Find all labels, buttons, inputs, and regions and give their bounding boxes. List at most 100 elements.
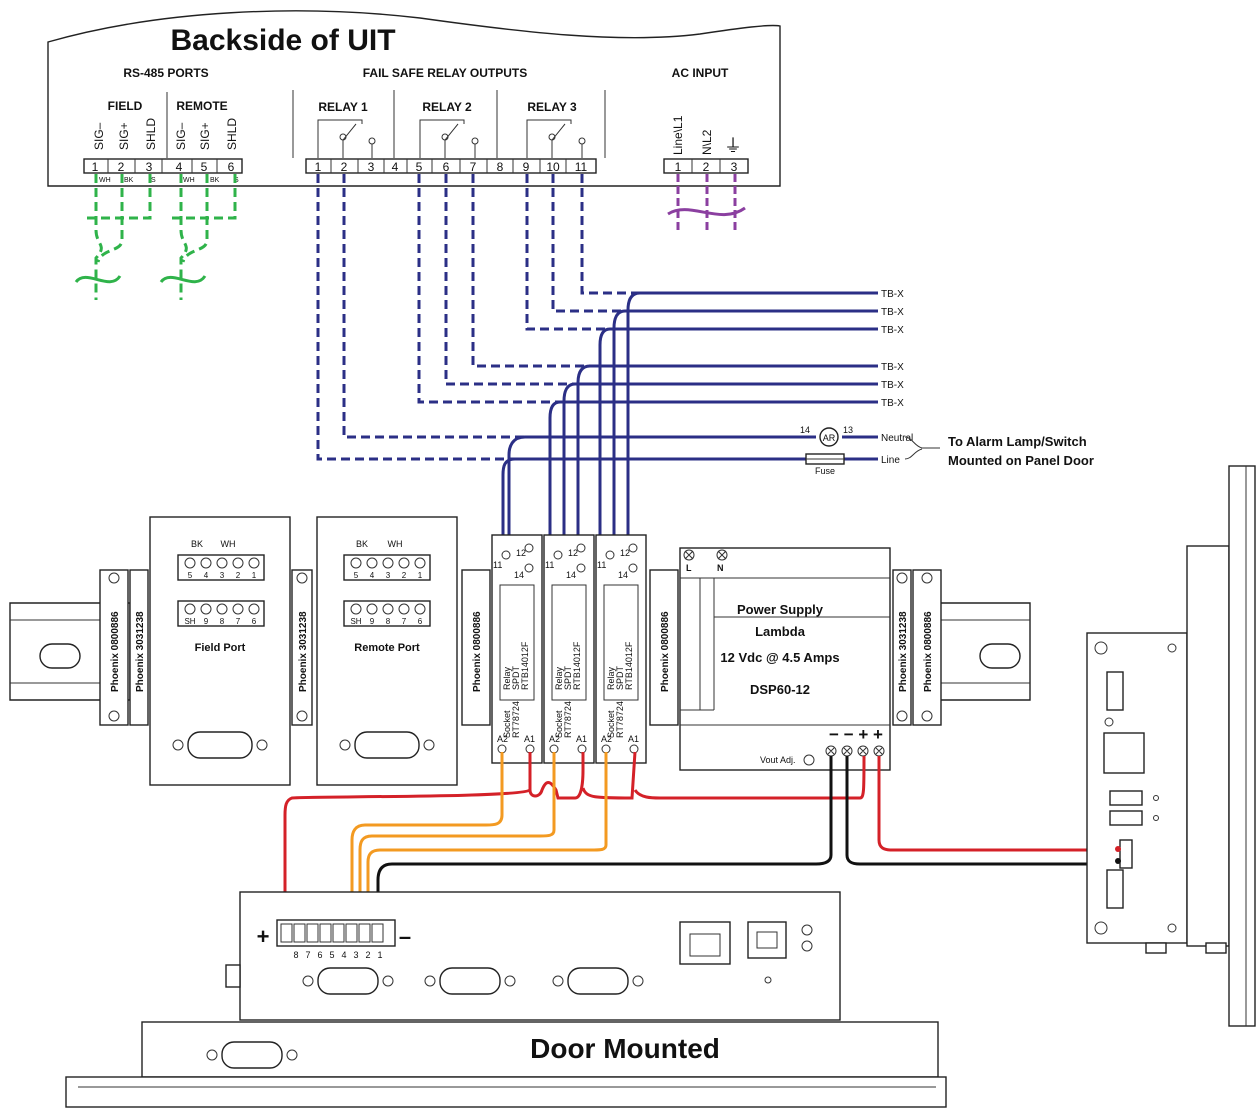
rs485-pin-label: SIG+ xyxy=(198,122,212,150)
end-stop-label: Phoenix 3031238 xyxy=(298,611,309,692)
relay-output-wires xyxy=(316,174,878,566)
tb-label: TB-X xyxy=(881,398,904,409)
alarm-note: Mounted on Panel Door xyxy=(948,453,1094,468)
ac-pin-number: 2 xyxy=(703,160,710,174)
side-view-unit xyxy=(1086,465,1256,1027)
terminal-number: 4 xyxy=(341,950,346,960)
rs485-pin-number: 2 xyxy=(118,160,125,174)
ac-pin-label: Line\L1 xyxy=(671,115,685,155)
wire-tag: BK xyxy=(210,177,220,184)
pin-number: 7 xyxy=(236,617,241,626)
usb-port-icon xyxy=(747,921,787,959)
end-stop-label: Phoenix 3031238 xyxy=(898,611,909,692)
relay-text: RTB14012F xyxy=(624,641,634,690)
terminal-number: 5 xyxy=(329,950,334,960)
rs485-pin-label: SIG+ xyxy=(117,122,131,150)
relay-pin-number: 7 xyxy=(470,160,477,174)
relay-pin: 12 xyxy=(516,548,526,558)
db9-connector-icon xyxy=(317,967,379,995)
end-stop-label: Phoenix 0800886 xyxy=(110,611,121,692)
pin-number: 1 xyxy=(252,571,257,580)
fuse-label: Fuse xyxy=(815,466,835,476)
tb-label: TB-X xyxy=(881,289,904,300)
socket-text: Socket xyxy=(554,710,564,738)
neutral-label: Neutral xyxy=(881,433,913,444)
socket-text: RT78724 xyxy=(511,701,521,738)
pin-number: 8 xyxy=(220,617,225,626)
tb-label: TB-X xyxy=(881,325,904,336)
pin-number: 8 xyxy=(386,617,391,626)
pin-number: 5 xyxy=(188,571,193,580)
remote-heading: REMOTE xyxy=(176,99,227,113)
terminal-number: 6 xyxy=(317,950,322,960)
power-connector-icon xyxy=(1119,839,1133,869)
tb-label: TB-X xyxy=(881,380,904,391)
relay-text: SPDT xyxy=(563,665,573,690)
ac-pin-label: N\L2 xyxy=(700,129,714,155)
vout-adj-knob-icon xyxy=(803,754,815,766)
port-top-label: BK xyxy=(191,539,203,549)
pin-number: 6 xyxy=(252,617,257,626)
db9-connector-icon xyxy=(439,967,501,995)
relay-module-3: 11 12 14 Relay SPDT RTB14012F Socket RT7… xyxy=(595,534,647,764)
end-stop-label: Phoenix 0800886 xyxy=(472,611,483,692)
relay-module-2: 11 12 14 Relay SPDT RTB14012F Socket RT7… xyxy=(543,534,595,764)
pin-number: 3 xyxy=(220,571,225,580)
alarm-relay-pin: 13 xyxy=(843,425,853,435)
rs485-pin-label: SIG– xyxy=(92,122,106,150)
rs485-pin-label: SHLD xyxy=(144,118,158,150)
terminal-number: 7 xyxy=(305,950,310,960)
line-label: Line xyxy=(881,455,900,466)
coil-pin: A2 xyxy=(497,734,508,744)
relay-pin-number: 10 xyxy=(546,160,560,174)
relay-outputs-heading: FAIL SAFE RELAY OUTPUTS xyxy=(363,66,527,80)
coil-pin: A1 xyxy=(628,734,639,744)
field-port-module: BK WH 5 4 3 2 1 SH 9 8 7 6 Field Port xyxy=(149,516,291,786)
db9-connector-icon xyxy=(221,1041,283,1069)
end-stops xyxy=(99,569,942,726)
pin-number: SH xyxy=(350,617,361,626)
relay-pin-number: 2 xyxy=(341,160,348,174)
relay-text: Relay xyxy=(554,666,564,690)
port-top-label: WH xyxy=(221,539,236,549)
usb-port-icon xyxy=(1109,810,1143,826)
pin-number: 9 xyxy=(370,617,375,626)
pin-number: 2 xyxy=(402,571,407,580)
relay-pin-number: 11 xyxy=(575,160,588,174)
rs485-wires xyxy=(74,174,237,300)
socket-text: Socket xyxy=(502,710,512,738)
relay-text: SPDT xyxy=(511,665,521,690)
ps-model: DSP60-12 xyxy=(750,682,810,697)
pin-number: 4 xyxy=(370,571,375,580)
relay-text: SPDT xyxy=(615,665,625,690)
rs485-pin-number: 6 xyxy=(228,160,235,174)
alarm-relay-label: AR xyxy=(823,433,836,443)
rs485-pin-number: 4 xyxy=(176,160,183,174)
dc-wires xyxy=(283,751,1120,922)
pin-number: 4 xyxy=(204,571,209,580)
ps-polarity: − − + + xyxy=(829,725,883,744)
pin-number: 3 xyxy=(386,571,391,580)
rs485-heading: RS-485 PORTS xyxy=(123,66,208,80)
ps-title: Power Supply xyxy=(737,602,824,617)
end-stop-label: Phoenix 0800886 xyxy=(923,611,934,692)
socket-text: RT78724 xyxy=(615,701,625,738)
rs485-pin-number: 5 xyxy=(201,160,208,174)
ethernet-port-icon xyxy=(679,921,731,965)
vout-adj-label: Vout Adj. xyxy=(760,755,796,765)
pin-number: 6 xyxy=(418,617,423,626)
relay-pin-number: 5 xyxy=(416,160,423,174)
ethernet-port-icon xyxy=(1103,732,1145,774)
rs485-pin-number: 3 xyxy=(146,160,153,174)
ground-icon: ⏚ xyxy=(724,136,742,156)
ps-terminal-label: L xyxy=(686,563,692,573)
ac-pin-number: 1 xyxy=(675,160,682,174)
uit-backside-panel: Backside of UIT RS-485 PORTS FAIL SAFE R… xyxy=(47,10,781,187)
relay-pin: 14 xyxy=(514,570,524,580)
relay-pin-number: 4 xyxy=(392,160,399,174)
relay-2-label: RELAY 2 xyxy=(422,100,472,114)
relay-terminal-strip xyxy=(305,158,597,174)
pin-number: 9 xyxy=(204,617,209,626)
db9-connector-icon xyxy=(354,731,420,759)
